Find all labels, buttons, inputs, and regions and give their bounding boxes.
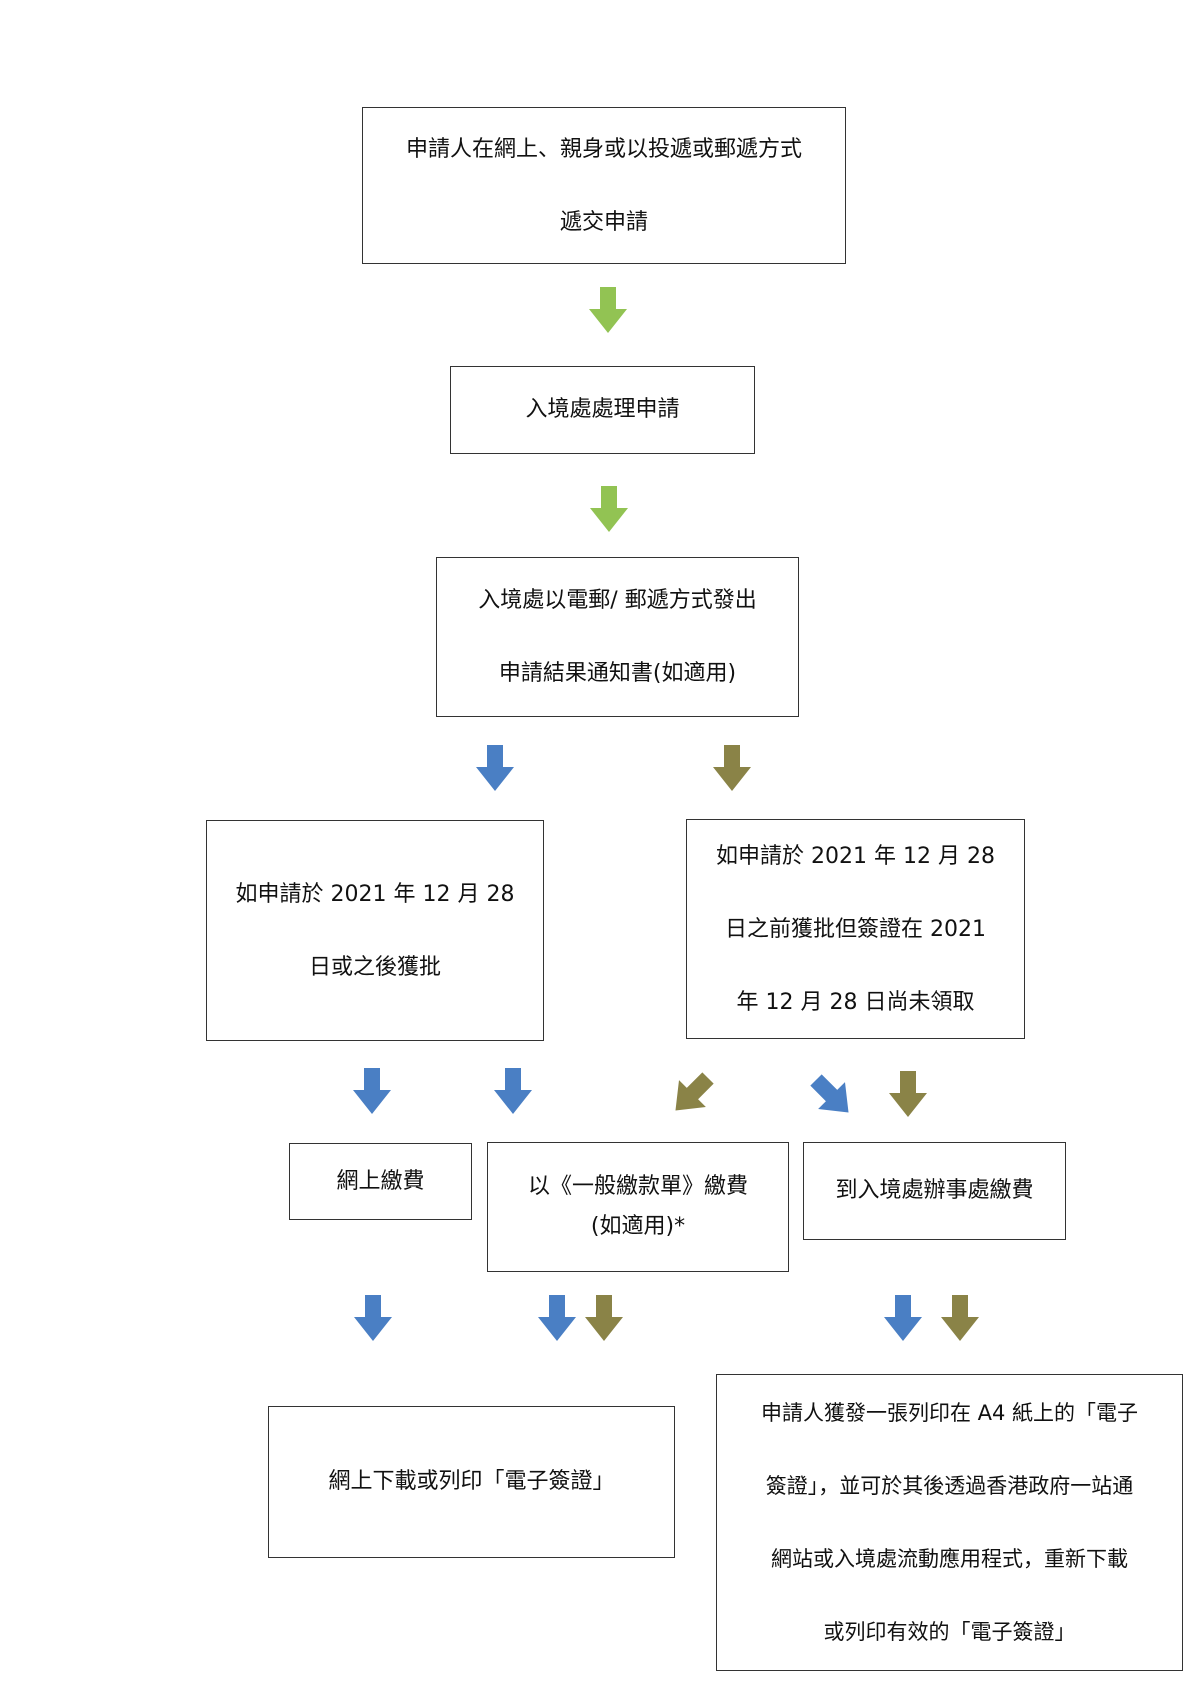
box-line: 網上下載或列印「電子簽證」 xyxy=(328,1469,615,1494)
box-download-or-print: 網上下載或列印「電子簽證」 xyxy=(268,1406,675,1558)
box-line: 申請結果通知書(如適用) xyxy=(498,661,737,686)
box-line: 到入境處辦事處繳費 xyxy=(835,1178,1034,1203)
box-approved-before: 如申請於 2021 年 12 月 28 日之前獲批但簽證在 2021 年 12 … xyxy=(686,819,1025,1039)
box-line: (如適用)* xyxy=(590,1214,686,1239)
box-submit-application: 申請人在網上、親身或以投遞或郵遞方式 遞交申請 xyxy=(362,107,846,264)
arrow-down-blue xyxy=(353,1068,391,1114)
box-line: 或列印有效的「電子簽證」 xyxy=(823,1619,1076,1644)
box-line: 申請人獲發一張列印在 A4 紙上的「電子 xyxy=(760,1400,1139,1425)
arrow-down-olive xyxy=(941,1295,979,1341)
box-line: 入境處處理申請 xyxy=(525,397,680,422)
arrow-down-blue xyxy=(476,745,514,791)
box-line: 入境處以電郵/ 郵遞方式發出 xyxy=(478,588,757,613)
box-line: 申請人在網上、親身或以投遞或郵遞方式 xyxy=(405,136,802,162)
arrow-diag-blue xyxy=(802,1066,862,1126)
box-line: 如申請於 2021 年 12 月 28 xyxy=(235,881,515,907)
arrow-down-blue xyxy=(354,1295,392,1341)
box-pay-general-demand-note: 以《一般繳款單》繳費 (如適用)* xyxy=(487,1142,789,1272)
box-line: 以《一般繳款單》繳費 xyxy=(527,1174,748,1199)
box-line: 遞交申請 xyxy=(559,209,648,235)
box-line: 日或之後獲批 xyxy=(308,954,441,980)
arrow-down-blue xyxy=(884,1295,922,1341)
box-line: 如申請於 2021 年 12 月 28 xyxy=(716,843,995,869)
box-line: 網站或入境處流動應用程式，重新下載 xyxy=(771,1546,1128,1571)
arrow-down-green xyxy=(590,486,628,532)
arrow-diag-olive xyxy=(662,1064,722,1124)
arrow-down-blue xyxy=(494,1068,532,1114)
arrow-down-olive xyxy=(585,1295,623,1341)
arrow-down-green xyxy=(589,287,627,333)
arrow-down-olive xyxy=(713,745,751,791)
box-line: 網上繳費 xyxy=(336,1168,425,1194)
box-line: 日之前獲批但簽證在 2021 xyxy=(725,916,986,942)
box-pay-online: 網上繳費 xyxy=(289,1143,472,1220)
box-process-application: 入境處處理申請 xyxy=(450,366,755,454)
box-line: 年 12 月 28 日尚未領取 xyxy=(736,989,975,1015)
arrow-down-blue xyxy=(538,1295,576,1341)
box-approved-on-or-after: 如申請於 2021 年 12 月 28 日或之後獲批 xyxy=(206,820,544,1041)
box-pay-at-office: 到入境處辦事處繳費 xyxy=(803,1142,1066,1240)
box-issued-a4-visa: 申請人獲發一張列印在 A4 紙上的「電子 簽證」，並可於其後透過香港政府一站通 … xyxy=(716,1374,1183,1671)
arrow-down-olive xyxy=(889,1071,927,1117)
box-notify-result: 入境處以電郵/ 郵遞方式發出 申請結果通知書(如適用) xyxy=(436,557,799,717)
box-line: 簽證」，並可於其後透過香港政府一站通 xyxy=(765,1473,1134,1498)
